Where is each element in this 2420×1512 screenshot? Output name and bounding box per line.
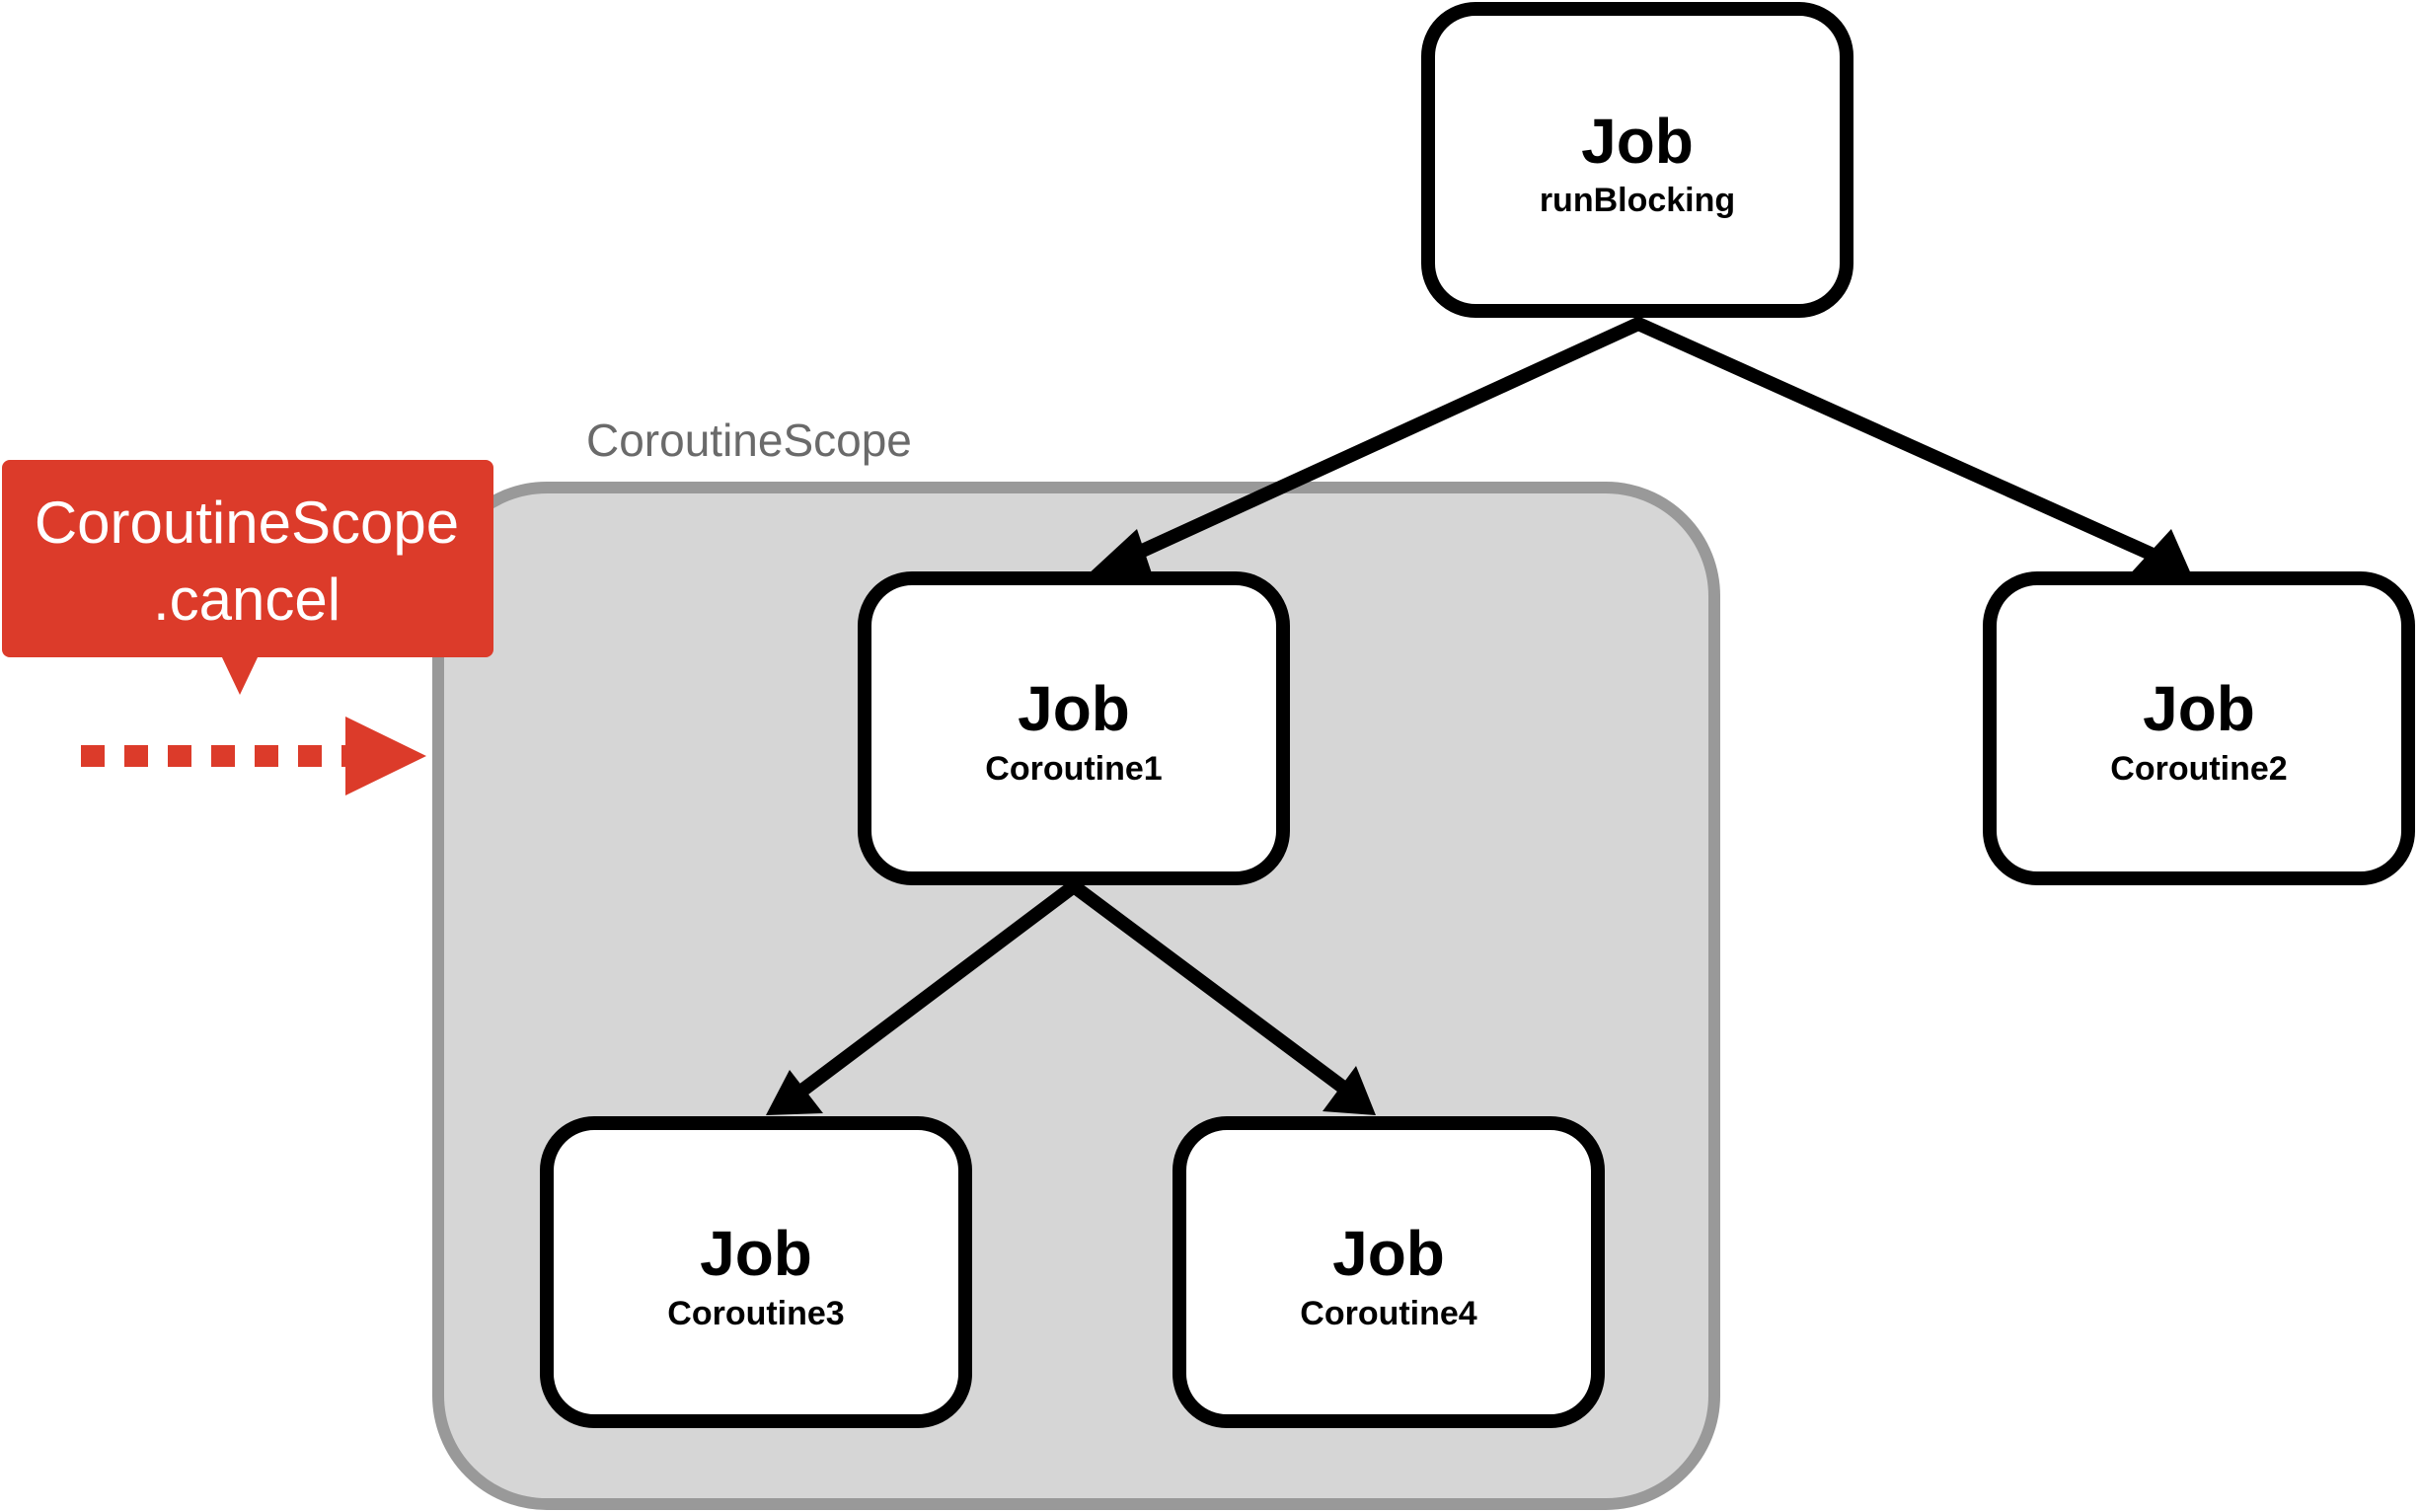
- edge-coroutine1-to-coroutine3: [789, 879, 1081, 1102]
- cancel-arrowhead: [345, 717, 426, 795]
- job-box-coroutine2: [1983, 571, 2415, 885]
- cancel-arrow: [81, 717, 426, 795]
- job-title-coroutine1: Job: [1018, 673, 1130, 744]
- arrowheads: [766, 529, 2193, 1115]
- job-subtitle-coroutine1: Coroutine1: [985, 750, 1162, 788]
- cancel-callout-line2: .cancel: [153, 567, 340, 633]
- job-box-coroutine1: [858, 571, 1290, 885]
- job-node-coroutine3: Job Coroutine3: [540, 1116, 972, 1428]
- cancel-callout-pointer: [221, 655, 259, 695]
- edge-runblocking-to-coroutine1: [1118, 317, 1645, 566]
- job-title-coroutine4: Job: [1332, 1218, 1445, 1289]
- job-node-coroutine1: Job Coroutine1: [858, 571, 1290, 885]
- job-box-runblocking: [1421, 2, 1853, 318]
- cancel-callout-line1: CoroutineScope: [35, 490, 459, 556]
- job-node-runblocking: Job runBlocking: [1421, 2, 1853, 318]
- job-title-coroutine2: Job: [2143, 673, 2255, 744]
- edge-runblocking-to-coroutine2: [1631, 317, 2168, 566]
- cancel-callout-box: [2, 460, 493, 657]
- arrowhead-coroutine2: [2126, 529, 2193, 578]
- job-box-coroutine3: [540, 1116, 972, 1428]
- job-node-coroutine2: Job Coroutine2: [1983, 571, 2415, 885]
- job-subtitle-runblocking: runBlocking: [1540, 182, 1735, 219]
- job-node-coroutine4: Job Coroutine4: [1172, 1116, 1605, 1428]
- job-subtitle-coroutine3: Coroutine3: [667, 1295, 844, 1332]
- arrowhead-coroutine1: [1086, 529, 1153, 576]
- cancel-callout: CoroutineScope .cancel: [2, 460, 493, 695]
- arrowhead-coroutine3: [766, 1070, 823, 1115]
- edge-coroutine1-to-coroutine4: [1067, 879, 1361, 1102]
- job-subtitle-coroutine2: Coroutine2: [2110, 750, 2287, 788]
- edges: [789, 317, 2168, 1102]
- job-title-coroutine3: Job: [700, 1218, 812, 1289]
- arrowhead-coroutine4: [1323, 1066, 1376, 1115]
- job-box-coroutine4: [1172, 1116, 1605, 1428]
- job-subtitle-coroutine4: Coroutine4: [1300, 1295, 1477, 1332]
- coroutine-scope-label: CoroutineScope: [586, 415, 912, 466]
- job-title-runblocking: Job: [1581, 106, 1694, 177]
